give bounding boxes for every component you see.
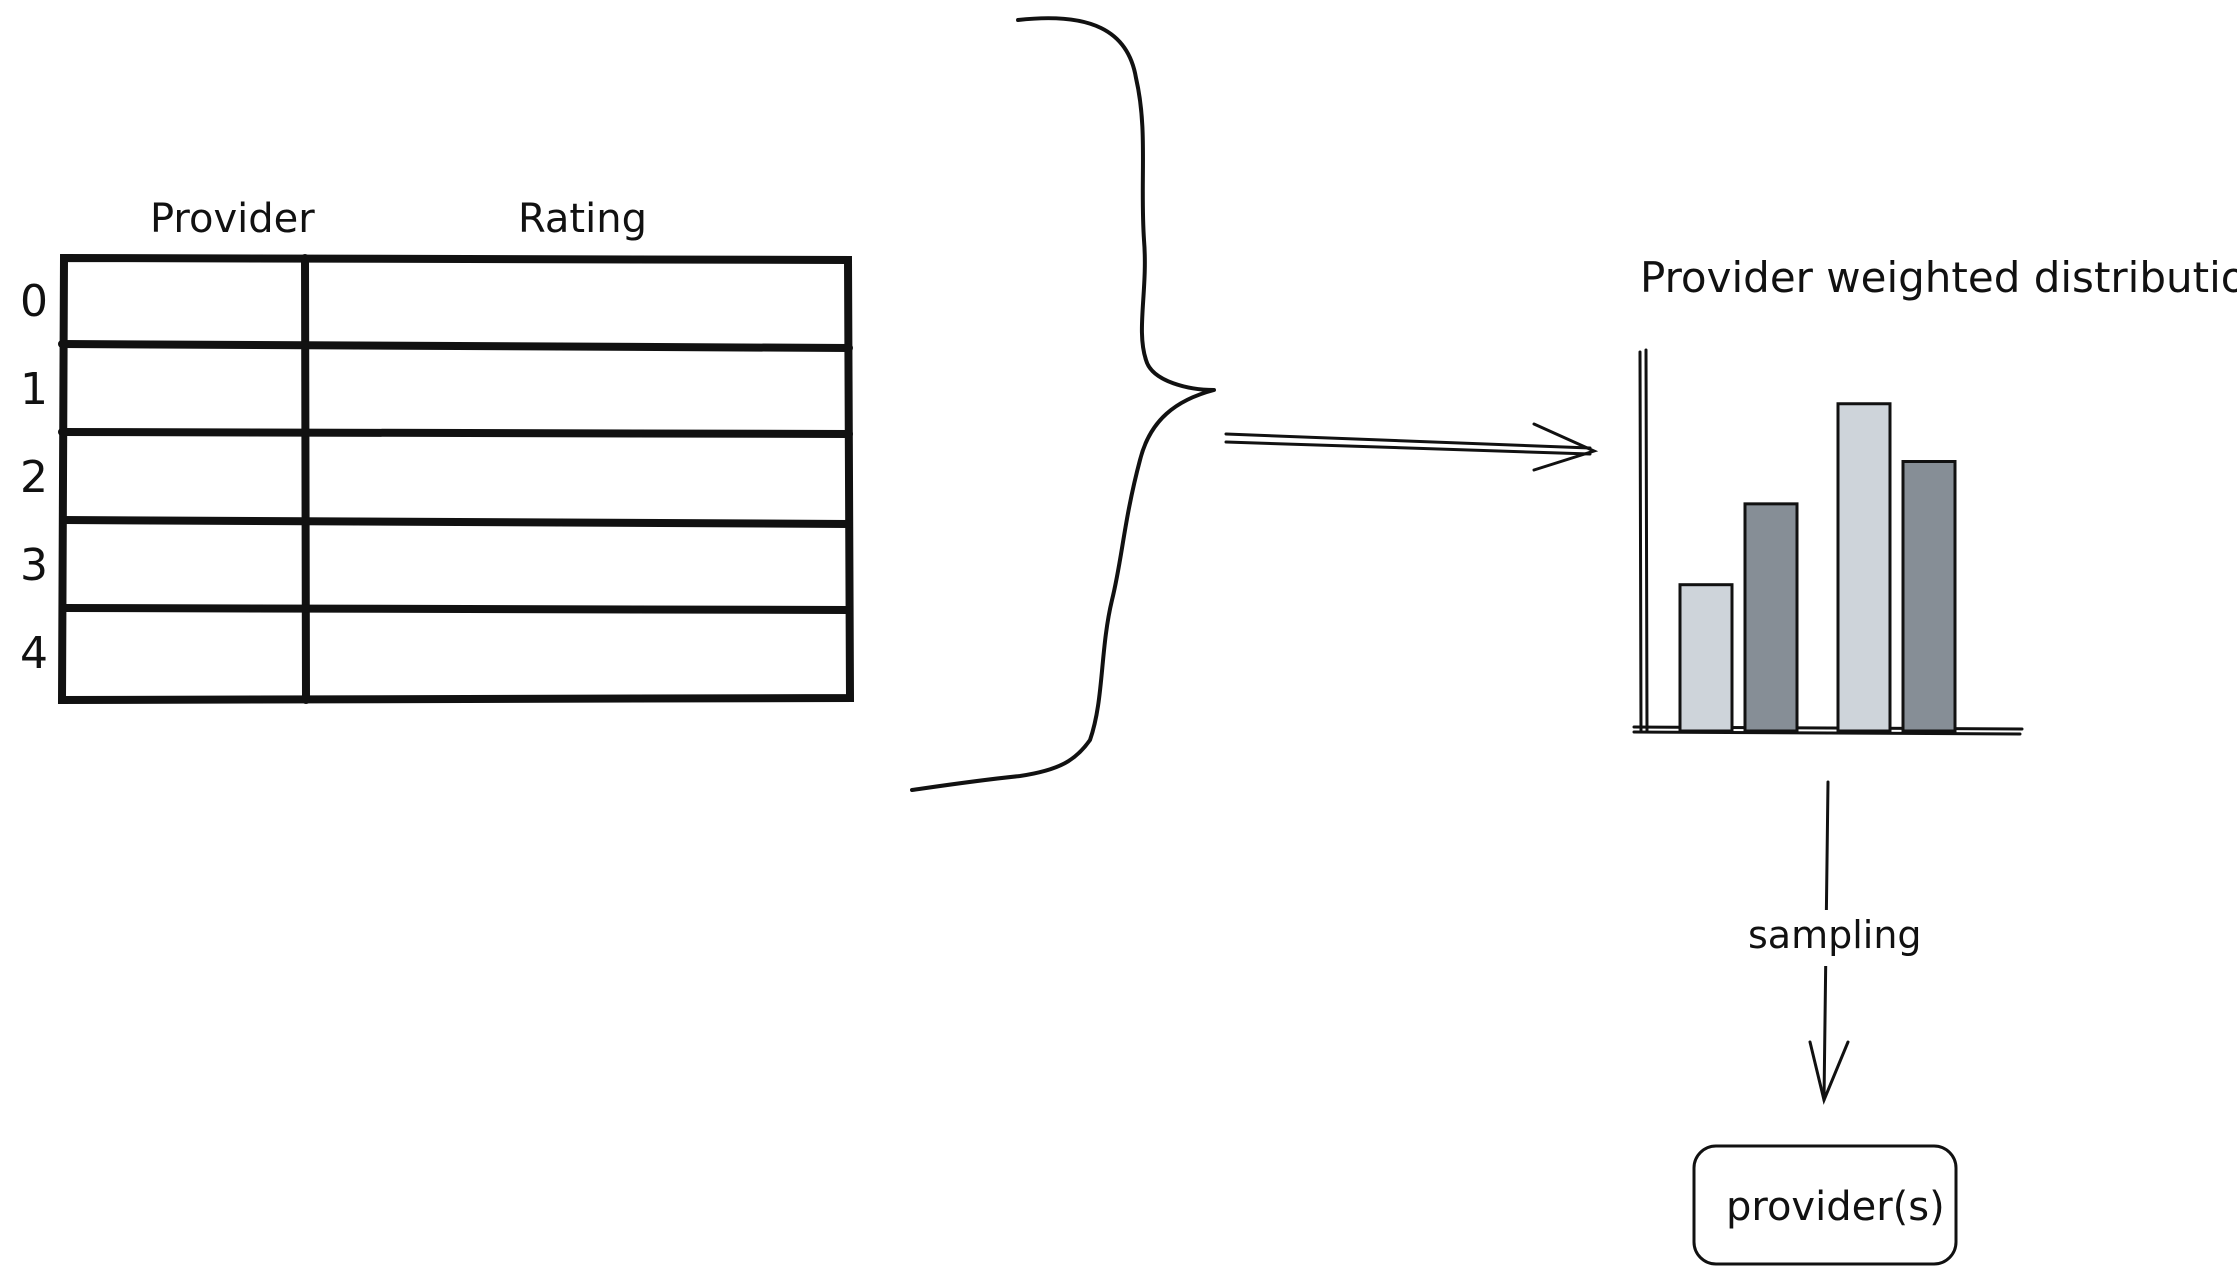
table-header-rating: Rating: [518, 196, 647, 242]
chart-bar: [1901, 460, 1957, 733]
table-row-divider: [58, 340, 853, 352]
table-row-divider: [59, 604, 853, 614]
chart-bars: [1678, 402, 1957, 733]
table-header-provider: Provider: [150, 196, 315, 242]
provider-rating-table: [57, 253, 855, 705]
row-index: 1: [20, 364, 48, 415]
table-row-divider: [58, 428, 853, 438]
table-row-divider: [59, 516, 853, 528]
chart-bar: [1836, 402, 1892, 733]
sampling-label: sampling: [1748, 913, 1922, 957]
row-index: 4: [20, 628, 48, 679]
row-index: 0: [20, 276, 48, 327]
table-outer-border: [57, 253, 855, 705]
curly-brace: [910, 16, 1216, 792]
chart-y-axis-double: [1644, 348, 1649, 734]
sampling-label-bg: [1740, 910, 1920, 966]
chart-bar: [1678, 583, 1734, 733]
chart-bar: [1743, 502, 1799, 733]
chart-title: Provider weighted distribution: [1640, 253, 2237, 302]
double-arrow: [1224, 422, 1599, 472]
row-index: 3: [20, 540, 48, 591]
result-box: [1692, 1144, 1958, 1266]
row-index: 2: [20, 452, 48, 503]
result-label: provider(s): [1726, 1184, 1945, 1230]
table-column-divider: [301, 254, 310, 704]
chart-y-axis: [1638, 350, 1643, 734]
